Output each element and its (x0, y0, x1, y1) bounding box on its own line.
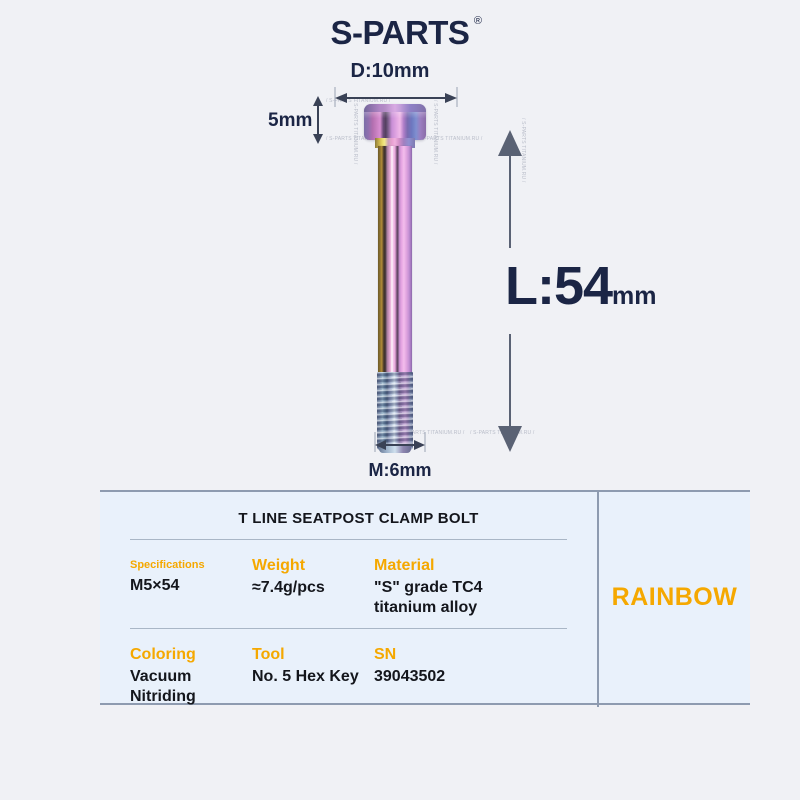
watermark-text: / S-PARTS TITANIUM.RU / (352, 100, 358, 165)
head-height-dimension-arrow (310, 96, 326, 144)
spec-row-1: Specifications M5×54 Weight ≈7.4g/pcs Ma… (100, 540, 597, 618)
brand-logo: S-PARTS ® (0, 14, 800, 52)
brand-name: S-PARTS ® (330, 14, 482, 52)
spec-cell-sn: SN 39043502 (374, 645, 534, 707)
spec-label: SN (374, 646, 397, 663)
spec-cell-weight: Weight ≈7.4g/pcs (252, 556, 374, 618)
spec-row-2: Coloring Vacuum Nitriding Tool No. 5 Hex… (100, 629, 597, 707)
product-title: T LINE SEATPOST CLAMP BOLT (238, 510, 479, 527)
diameter-dimension-arrow (333, 87, 459, 107)
spec-value: 39043502 (374, 668, 446, 685)
spec-label: Weight (252, 557, 306, 574)
thread-dimension-arrow (374, 432, 426, 452)
product-image-stage: / S-PARTS TITANIUM.RU / / S-PARTS TITANI… (268, 60, 657, 480)
head-height-dimension-label: 5mm (268, 110, 313, 131)
thread-dimension-label: M:6mm (368, 460, 432, 480)
watermark-text: / S-PARTS TITANIUM.RU / (326, 98, 391, 104)
length-dimension-label: L:54mm (505, 255, 657, 317)
bolt-neck (375, 138, 415, 148)
spec-value: M5×54 (130, 577, 180, 594)
spec-cell-tool: Tool No. 5 Hex Key (252, 645, 374, 707)
bolt-tip (379, 446, 411, 453)
watermark-text: / S-PARTS TITANIUM.RU / (432, 100, 438, 165)
diameter-dimension-label: D:10mm (350, 60, 430, 82)
spec-value: "S" grade TC4 titanium alloy (374, 579, 483, 616)
spec-label: Material (374, 557, 435, 574)
length-value: L:54 (505, 256, 613, 316)
bolt-head (364, 104, 426, 140)
color-variant-panel: RAINBOW (599, 492, 750, 703)
spec-label: Coloring (130, 646, 196, 663)
spec-value: ≈7.4g/pcs (252, 579, 325, 596)
spec-cell-material: Material "S" grade TC4 titanium alloy (374, 556, 534, 618)
watermark-text: / S-PARTS TITANIUM.RU / (400, 430, 465, 436)
watermark-text: / S-PARTS TITANIUM.RU / (418, 136, 483, 142)
spec-value: No. 5 Hex Key (252, 668, 359, 685)
bolt-thread (377, 372, 413, 450)
color-variant-label: RAINBOW (611, 583, 738, 611)
spec-label: Specifications (130, 559, 205, 571)
length-unit: mm (612, 282, 657, 310)
spec-cell-coloring: Coloring Vacuum Nitriding (130, 645, 252, 707)
spec-cell-specifications: Specifications M5×54 (130, 556, 252, 618)
registered-trademark-icon: ® (473, 15, 482, 27)
spec-value: Vacuum Nitriding (130, 668, 196, 705)
specification-panel: T LINE SEATPOST CLAMP BOLT Specification… (100, 490, 750, 707)
row-divider (130, 628, 567, 629)
brand-name-text: S-PARTS (330, 14, 470, 51)
vertical-divider (597, 492, 599, 707)
bolt-shaft (378, 146, 412, 374)
bolt-illustration (364, 104, 426, 453)
spec-label: Tool (252, 646, 285, 663)
title-divider (130, 539, 567, 540)
watermark-text: / S-PARTS TITANIUM.RU / (520, 118, 526, 183)
watermark-text: / S-PARTS TITANIUM.RU / (326, 136, 391, 142)
length-dimension-arrow (495, 130, 525, 452)
specification-details: T LINE SEATPOST CLAMP BOLT Specification… (100, 492, 597, 705)
